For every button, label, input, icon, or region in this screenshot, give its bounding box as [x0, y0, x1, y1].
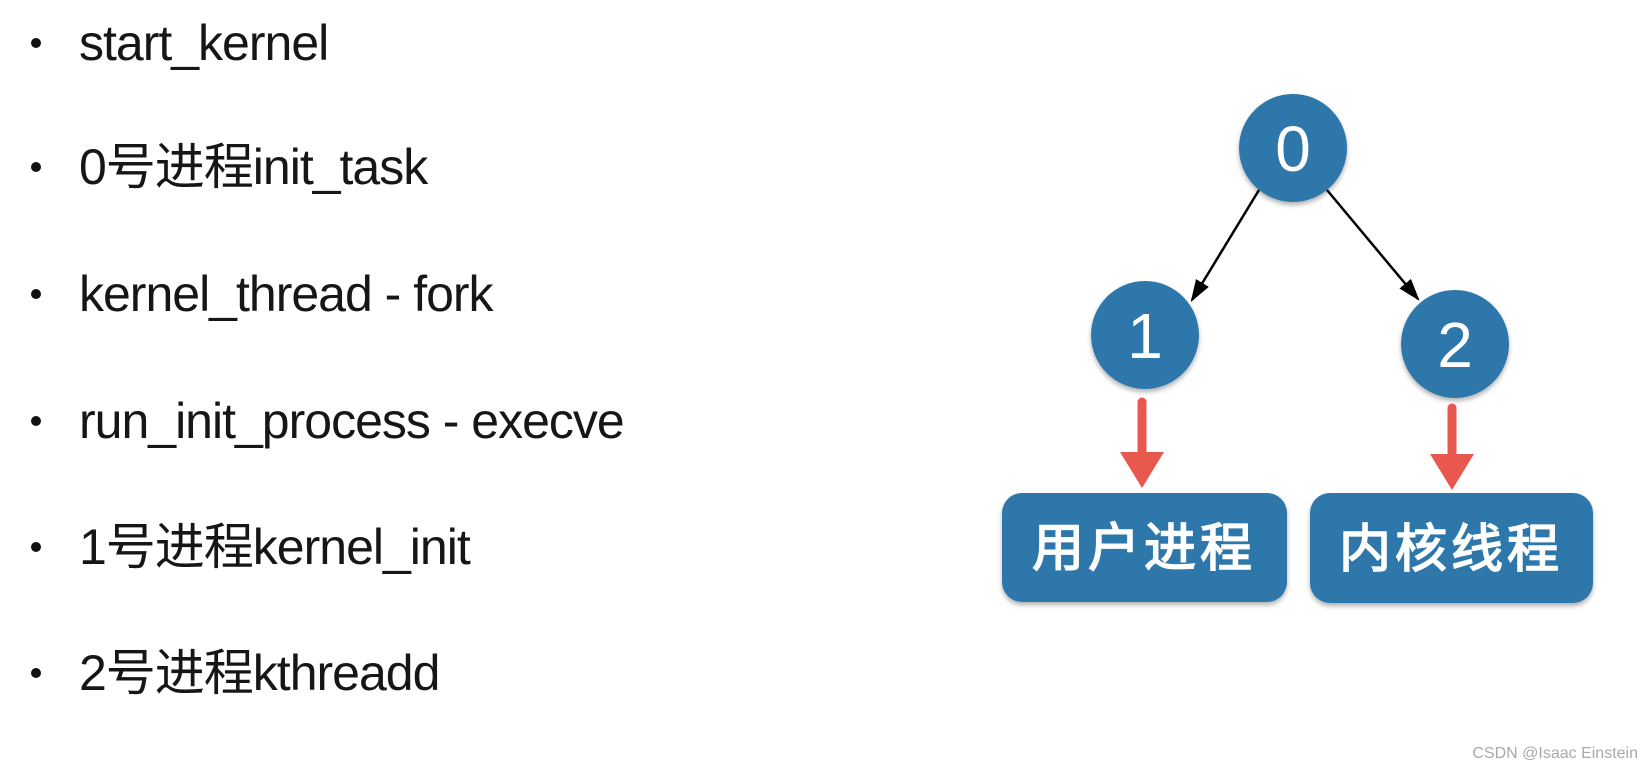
- user-process-box-label: 用户进程: [1032, 520, 1256, 578]
- bullet-text-init-task: 0号进程init_task: [79, 139, 428, 195]
- bullet-dot-icon: [31, 38, 41, 48]
- bullet-text-kernel-thread: kernel_thread - fork: [79, 266, 494, 322]
- bullet-dot-icon: [31, 416, 41, 426]
- node-1-label: 1: [1127, 300, 1163, 372]
- bullet-text-start-kernel: start_kernel: [79, 15, 329, 71]
- red-down-arrowhead-icon: [1430, 454, 1474, 490]
- bullet-dot-icon: [31, 668, 41, 678]
- node-2-circle: [1401, 290, 1509, 398]
- node-0-circle: [1239, 94, 1347, 202]
- bullet-dot-icon: [31, 289, 41, 299]
- node-2-label: 2: [1437, 309, 1473, 381]
- edge-0-to-1: [1190, 189, 1261, 303]
- user-process-box: [1002, 493, 1287, 602]
- process-tree-diagram: 0 1 2 用户进程 内核线程: [1002, 94, 1593, 603]
- node-0-label: 0: [1275, 113, 1311, 185]
- bullet-text-kthreadd: 2号进程kthreadd: [79, 645, 440, 701]
- kernel-thread-box-label: 内核线程: [1339, 521, 1563, 579]
- red-down-arrowhead-icon: [1120, 452, 1164, 488]
- bullet-dot-icon: [31, 542, 41, 552]
- bullet-dot-icon: [31, 162, 41, 172]
- bullet-text-kernel-init: 1号进程kernel_init: [79, 519, 471, 575]
- kernel-thread-box: [1310, 493, 1593, 603]
- bullet-text-run-init-process: run_init_process - execve: [79, 393, 625, 449]
- csdn-watermark: CSDN @Isaac Einstein: [1472, 745, 1638, 762]
- node-1-circle: [1091, 281, 1199, 389]
- edge-0-to-2: [1326, 189, 1420, 301]
